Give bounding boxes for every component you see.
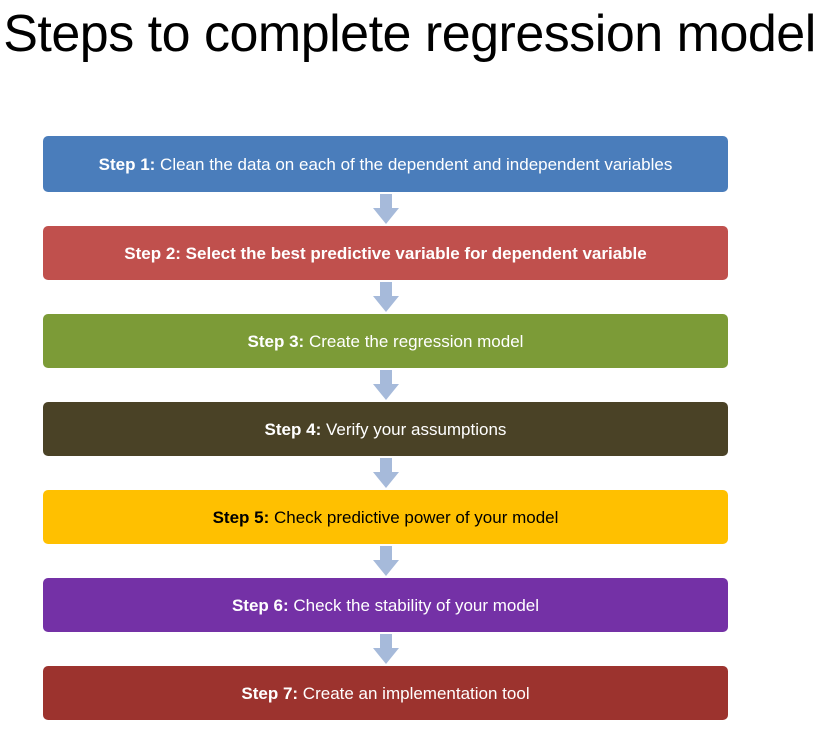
down-arrow-icon [372,634,399,664]
down-arrow-shaft [379,634,392,649]
step-box-2-text: Step 2: Select the best predictive varia… [57,241,714,266]
down-arrow-shaft [379,282,392,297]
down-arrow-shaft [379,194,392,209]
step-box-4-text: Step 4: Verify your assumptions [57,417,714,442]
page-title: Steps to complete regression model [3,5,816,63]
down-arrow-head [372,384,399,400]
down-arrow-head [372,296,399,312]
step-box-6-description: Check the stability of your model [288,595,540,615]
down-arrow-head [372,472,399,488]
step-box-3-label: Step 3: [247,331,305,351]
down-arrow-shaft [379,458,392,473]
step-box-7-description: Create an implementation tool [298,683,530,703]
down-arrow-icon [372,546,399,576]
step-box-4-description: Verify your assumptions [321,419,507,439]
step-box-3-text: Step 3: Create the regression model [57,329,714,354]
step-box-1-label: Step 1: [98,154,156,174]
step-box-2-label: Step 2: [124,243,181,263]
down-arrow-head [372,208,399,224]
step-box-1-text: Step 1: Clean the data on each of the de… [57,152,714,177]
connector-2-to-3 [43,280,728,314]
down-arrow-icon [372,458,399,488]
down-arrow-shaft [379,370,392,385]
step-box-2[interactable]: Step 2: Select the best predictive varia… [43,226,728,280]
down-arrow-icon [372,282,399,312]
connector-3-to-4 [43,368,728,402]
step-box-7-label: Step 7: [241,683,299,703]
step-box-7[interactable]: Step 7: Create an implementation tool [43,666,728,720]
connector-5-to-6 [43,544,728,578]
step-box-5-label: Step 5: [212,507,270,527]
down-arrow-icon [372,370,399,400]
step-box-2-description: Select the best predictive variable for … [180,243,647,263]
step-box-7-text: Step 7: Create an implementation tool [57,681,714,706]
step-box-5[interactable]: Step 5: Check predictive power of your m… [43,490,728,544]
step-box-3-description: Create the regression model [304,331,524,351]
step-box-6-text: Step 6: Check the stability of your mode… [57,593,714,618]
down-arrow-head [372,560,399,576]
down-arrow-head [372,648,399,664]
step-box-6-label: Step 6: [231,595,289,615]
connector-4-to-5 [43,456,728,490]
step-box-4[interactable]: Step 4: Verify your assumptions [43,402,728,456]
step-box-4-label: Step 4: [264,419,322,439]
step-box-1-description: Clean the data on each of the dependent … [155,154,673,174]
down-arrow-shaft [379,546,392,561]
step-box-1[interactable]: Step 1: Clean the data on each of the de… [43,136,728,192]
step-box-5-description: Check predictive power of your model [269,507,559,527]
down-arrow-icon [372,194,399,224]
flowchart-steps: Step 1: Clean the data on each of the de… [43,136,728,720]
step-box-5-text: Step 5: Check predictive power of your m… [57,505,714,530]
step-box-6[interactable]: Step 6: Check the stability of your mode… [43,578,728,632]
step-box-3[interactable]: Step 3: Create the regression model [43,314,728,368]
connector-1-to-2 [43,192,728,226]
connector-6-to-7 [43,632,728,666]
